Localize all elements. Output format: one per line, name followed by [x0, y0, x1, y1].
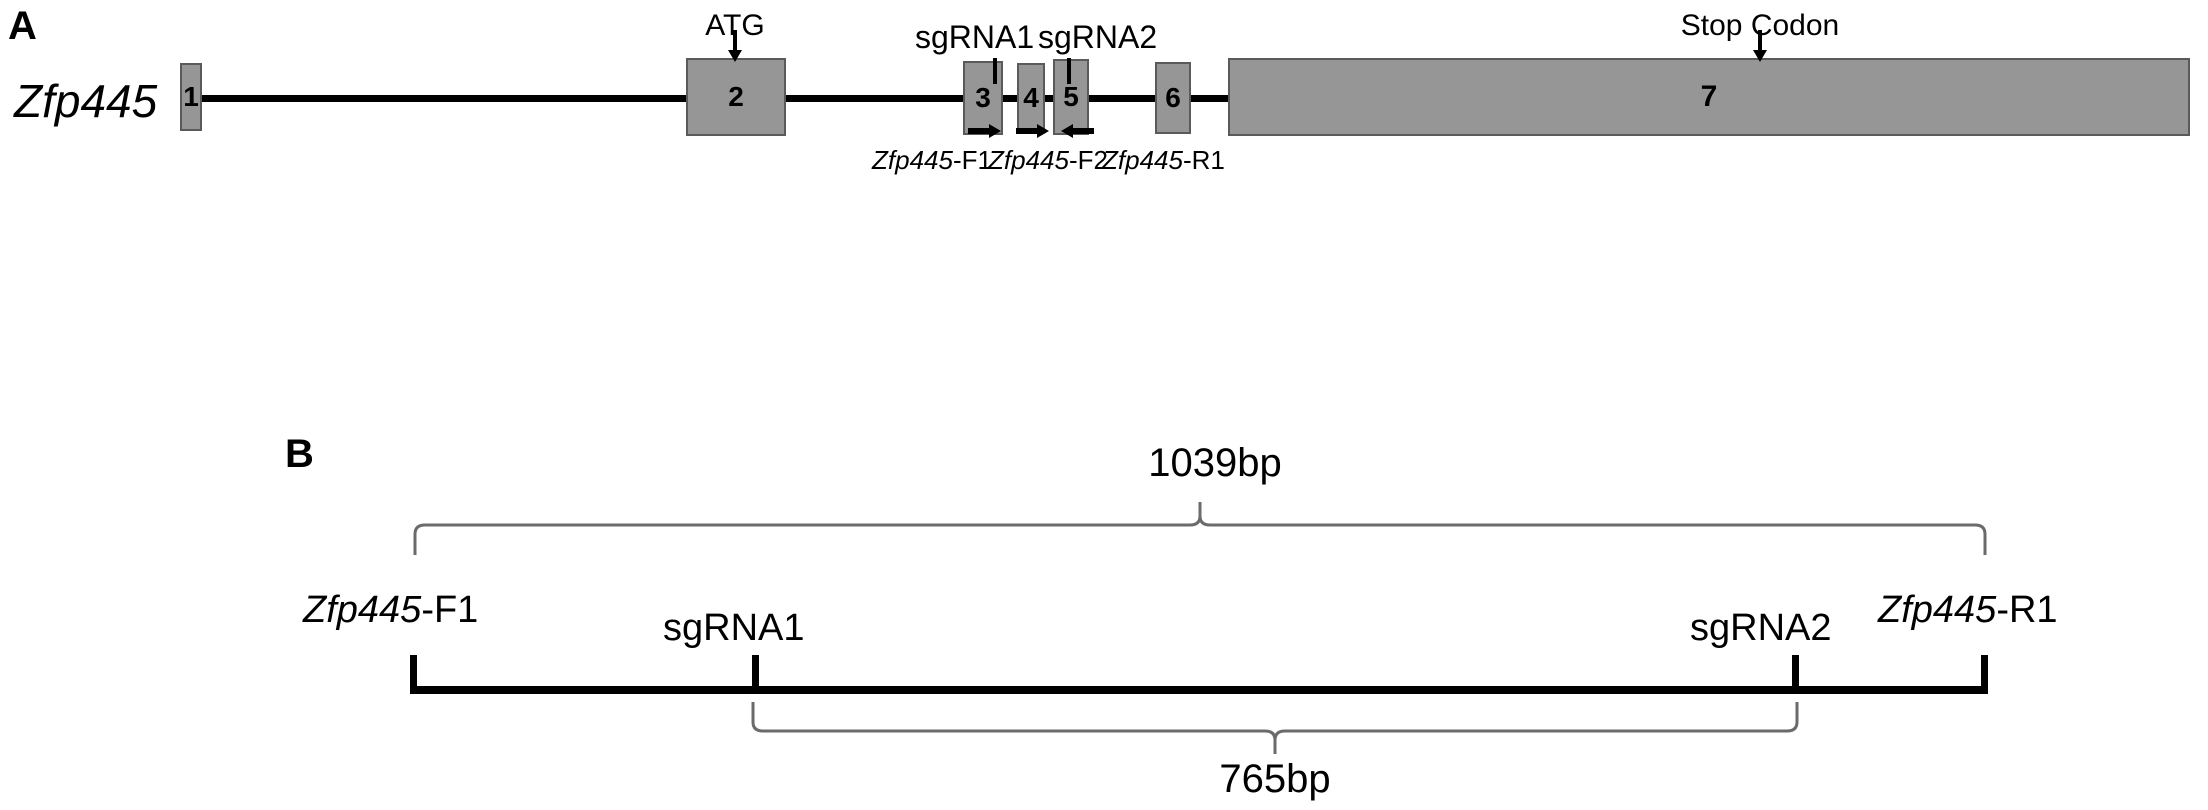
primer-arrow-r1-reverse-icon — [1060, 122, 1094, 140]
sgrna2-label-panel-a: sgRNA2 — [1038, 19, 1158, 55]
exon-label-3: 3 — [975, 82, 991, 113]
axis-tick-r1 — [1981, 655, 1988, 689]
primer-label-r1: Zfp445-R1 — [1102, 146, 1225, 174]
primer-suffix-r1: -R1 — [1182, 145, 1225, 175]
marker-label-r1: Zfp445-R1 — [1878, 590, 2058, 630]
intron-line-4-5 — [1042, 95, 1060, 102]
axis-tick-sgrna1 — [752, 655, 759, 689]
primer-gene-f1: Zfp445 — [872, 145, 953, 175]
bottom-amplicon-brace — [745, 700, 1810, 758]
stop-codon-arrow-down-icon — [1749, 30, 1771, 64]
marker-gene-f1: Zfp445 — [303, 589, 422, 631]
primer-suffix-f2: -F2 — [1068, 145, 1108, 175]
intron-line-5-6 — [1080, 95, 1165, 102]
marker-gene-r1: Zfp445 — [1878, 589, 1997, 631]
intron-line-1-2 — [200, 95, 696, 102]
marker-label-f1: Zfp445-F1 — [303, 590, 478, 630]
exon-label-6: 6 — [1165, 82, 1181, 113]
amplicon-size-765: 765bp — [1219, 757, 1331, 801]
exon-label-4: 4 — [1023, 82, 1039, 113]
top-amplicon-brace — [405, 500, 1995, 558]
marker-label-sgrna2: sgRNA2 — [1690, 607, 1832, 649]
exon-label-2: 2 — [728, 81, 744, 112]
exon-label-7: 7 — [1700, 80, 1718, 113]
marker-label-sgrna1: sgRNA1 — [663, 607, 805, 649]
exon-box-7: 7 — [1228, 58, 2190, 136]
primer-label-f1: Zfp445-F1 — [872, 146, 992, 174]
primer-gene-f2: Zfp445 — [988, 145, 1069, 175]
intron-line-2-3 — [775, 95, 980, 102]
axis-tick-sgrna2 — [1792, 655, 1799, 689]
primer-arrow-f2-forward-icon — [1016, 122, 1050, 140]
sgrna1-tick — [993, 58, 997, 84]
gene-name-label: Zfp445 — [14, 75, 158, 127]
marker-suffix-r1: -R1 — [1996, 589, 2058, 631]
sgrna2-tick — [1067, 58, 1071, 84]
primer-arrow-f1-forward-icon — [968, 122, 1002, 140]
exon-box-2: 2 — [686, 58, 786, 136]
exon-box-4: 4 — [1017, 63, 1045, 133]
intron-line-6-7 — [1185, 95, 1235, 102]
primer-label-f2: Zfp445-F2 — [988, 146, 1108, 174]
axis-tick-f1 — [410, 655, 417, 689]
intron-line-3-4 — [995, 95, 1025, 102]
exon-box-6: 6 — [1155, 62, 1191, 134]
marker-suffix-f1: -F1 — [421, 589, 479, 631]
exon-label-1: 1 — [183, 81, 199, 112]
amplicon-size-1039: 1039bp — [1148, 441, 1282, 485]
primer-gene-r1: Zfp445 — [1102, 145, 1183, 175]
exon-box-5: 5 — [1053, 59, 1089, 135]
exon-box-1: 1 — [180, 63, 202, 131]
atg-arrow-down-icon — [724, 30, 746, 64]
panel-a-letter: A — [8, 4, 37, 48]
exon-label-5: 5 — [1063, 81, 1079, 112]
sgrna1-label-panel-a: sgRNA1 — [915, 19, 1035, 55]
panel-b-letter: B — [285, 432, 314, 476]
primer-suffix-f1: -F1 — [952, 145, 992, 175]
amplicon-axis-line — [410, 686, 1988, 694]
